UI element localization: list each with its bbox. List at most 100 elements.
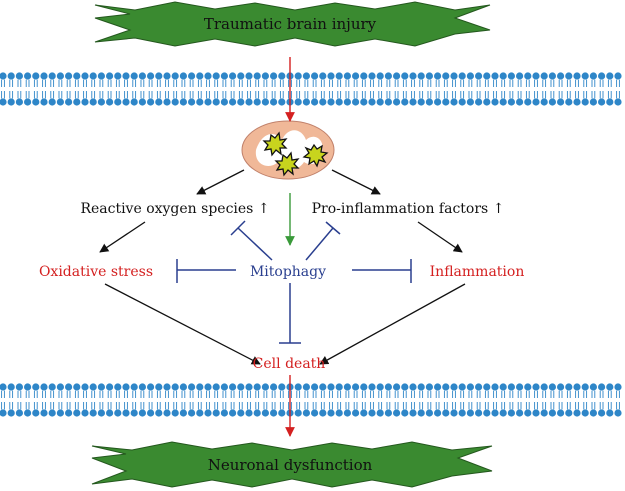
top-banner-label: Traumatic brain injury xyxy=(204,15,377,33)
lipid-head xyxy=(65,383,73,391)
lipid-head xyxy=(220,98,228,106)
lipid-head xyxy=(48,409,56,417)
lipid-head xyxy=(97,72,105,80)
lipid-head xyxy=(384,409,392,417)
lipid-head xyxy=(229,72,237,80)
lipid-head xyxy=(48,98,56,106)
lipid-head xyxy=(327,98,335,106)
lipid-head xyxy=(434,409,442,417)
lipid-head xyxy=(40,409,48,417)
lipid-head xyxy=(393,383,401,391)
lipid-head xyxy=(401,72,409,80)
lipid-head xyxy=(450,72,458,80)
lipid-head xyxy=(376,409,384,417)
lipid-head xyxy=(532,383,540,391)
lipid-head xyxy=(97,383,105,391)
lipid-head xyxy=(327,409,335,417)
lipid-head xyxy=(466,409,474,417)
lipid-head xyxy=(212,72,220,80)
lipid-head xyxy=(598,383,606,391)
lipid-head xyxy=(106,72,114,80)
lipid-head xyxy=(237,72,245,80)
lipid-head xyxy=(261,72,269,80)
lipid-head xyxy=(384,383,392,391)
ros-label: Reactive oxygen species ↑ xyxy=(80,201,269,217)
lipid-head xyxy=(491,72,499,80)
lipid-head xyxy=(15,409,23,417)
lipid-head xyxy=(245,383,253,391)
lipid-head xyxy=(15,98,23,106)
lipid-head xyxy=(466,98,474,106)
lipid-head xyxy=(450,383,458,391)
lipid-head xyxy=(442,409,450,417)
lipid-head xyxy=(491,98,499,106)
lipid-head xyxy=(499,98,507,106)
lipid-head xyxy=(204,383,212,391)
lipid-head xyxy=(319,383,327,391)
lipid-head xyxy=(97,98,105,106)
lipid-head xyxy=(466,72,474,80)
lipid-head xyxy=(524,98,532,106)
lipid-head xyxy=(24,72,32,80)
lipid-head xyxy=(212,98,220,106)
lipid-head xyxy=(581,383,589,391)
lipid-head xyxy=(442,383,450,391)
lipid-head xyxy=(393,409,401,417)
lipid-head xyxy=(532,98,540,106)
lipid-head xyxy=(270,98,278,106)
lipid-head xyxy=(179,72,187,80)
lipid-head xyxy=(565,72,573,80)
lipid-head xyxy=(15,72,23,80)
lipid-head xyxy=(179,383,187,391)
lipid-head xyxy=(548,98,557,106)
lipid-head xyxy=(417,98,425,106)
lipid-head xyxy=(343,383,351,391)
lipid-head xyxy=(278,98,286,106)
lipid-head xyxy=(155,383,163,391)
lipid-head xyxy=(458,98,466,106)
lipid-head xyxy=(212,409,220,417)
lipid-head xyxy=(32,409,40,417)
lipid-head xyxy=(540,383,548,391)
lipid-head xyxy=(147,98,155,106)
lipid-head xyxy=(614,383,622,391)
lipid-head xyxy=(122,383,130,391)
lipid-head xyxy=(606,383,614,391)
lipid-head xyxy=(376,72,384,80)
lipid-head xyxy=(327,72,335,80)
lipid-head xyxy=(229,98,237,106)
oxidative-stress-label: Oxidative stress xyxy=(39,264,153,280)
lipid-head xyxy=(557,383,565,391)
lipid-head xyxy=(48,383,56,391)
lipid-head xyxy=(573,383,581,391)
lipid-head xyxy=(540,72,548,80)
lipid-head xyxy=(589,72,598,80)
lipid-head xyxy=(138,409,146,417)
lipid-head xyxy=(311,72,319,80)
lipid-head xyxy=(343,72,351,80)
lipid-head xyxy=(376,98,384,106)
lipid-head xyxy=(261,98,269,106)
lipid-head xyxy=(0,409,7,417)
lipid-head xyxy=(229,383,237,391)
arrow-mito-to-ros xyxy=(196,169,245,195)
lipid-head xyxy=(393,72,401,80)
lipid-head xyxy=(573,409,581,417)
lipid-head xyxy=(589,98,598,106)
lipid-head xyxy=(220,409,228,417)
inhibit-inflammation xyxy=(352,259,412,283)
lipid-head xyxy=(589,383,598,391)
lipid-head xyxy=(220,383,228,391)
mitophagy-label: Mitophagy xyxy=(250,264,326,280)
lipid-head xyxy=(401,383,409,391)
lipid-head xyxy=(32,383,40,391)
lipid-head xyxy=(360,72,368,80)
lipid-head xyxy=(368,383,376,391)
lipid-head xyxy=(0,98,7,106)
lipid-head xyxy=(425,72,433,80)
lipid-head xyxy=(56,98,64,106)
lipid-head xyxy=(188,72,196,80)
lipid-head xyxy=(253,98,261,106)
